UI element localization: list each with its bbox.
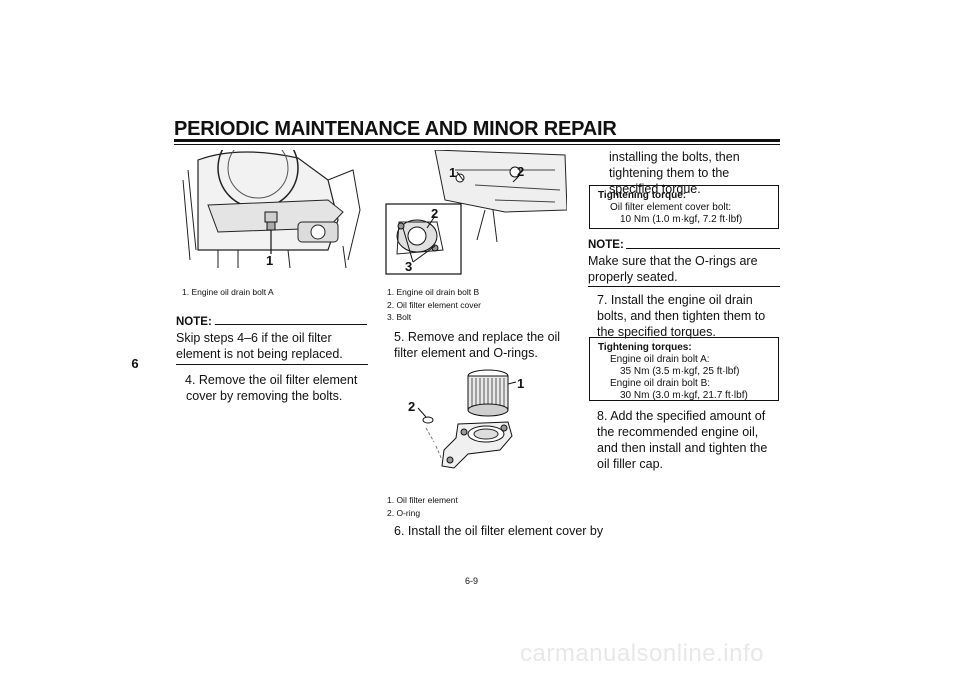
chapter-number: 6: [131, 356, 139, 371]
callout-2: 2: [517, 164, 524, 179]
note-text: Skip steps 4–6 if the oil filter element…: [176, 331, 343, 361]
callout-1: 1: [517, 376, 524, 391]
caption-line: 1. Oil filter element: [387, 495, 458, 505]
figure-captions: 1. Engine oil drain bolt B 2. Oil filter…: [387, 286, 572, 324]
engine-drain-bolt-a-illustration: 1: [178, 150, 364, 274]
figure-captions-2: 1. Oil filter element 2. O-ring: [387, 494, 572, 519]
figure-caption: 1. Engine oil drain bolt A: [182, 287, 274, 297]
callout-1: 1: [266, 253, 273, 268]
torque-value: 10 Nm (1.0 m·kgf, 7.2 ft·lbf): [620, 214, 743, 225]
torque-line: Engine oil drain bolt B:: [610, 378, 711, 389]
torque-line: Oil filter element cover bolt:: [610, 202, 732, 213]
callout-1: 1: [449, 165, 456, 180]
torques-box-title: Tightening torques:: [598, 342, 692, 353]
note-label: NOTE:: [588, 239, 624, 251]
callout-2: 2: [408, 399, 415, 414]
chapter-tab: 6: [120, 356, 150, 404]
note-label: NOTE:: [176, 316, 212, 328]
watermark: carmanualsonline.info: [520, 640, 764, 667]
note-end-rule: [176, 364, 368, 365]
torque-box-title: Tightening torque:: [598, 190, 687, 201]
oil-filter-element-illustration: 1 2: [400, 364, 530, 488]
torque-value: 30 Nm (3.0 m·kgf, 21.7 ft·lbf): [620, 390, 748, 401]
note-end-rule: [588, 286, 780, 287]
note-rule: [626, 248, 780, 249]
page-number: 6-9: [465, 576, 479, 586]
oil-filter-cover-illustration: 1 2 2 3: [385, 150, 567, 276]
step-4: 4. Remove the oil filter element cover b…: [185, 373, 358, 403]
callout-3: 3: [405, 259, 412, 274]
note-rule: [215, 324, 367, 325]
torque-value: 35 Nm (3.5 m·kgf, 25 ft·lbf): [620, 366, 740, 377]
header-rule-thin: [174, 144, 780, 145]
caption-line: 2. Oil filter element cover: [387, 299, 482, 310]
note-text: Make sure that the O-rings are properly …: [588, 254, 758, 284]
caption-line: 2. O-ring: [387, 507, 421, 518]
step-5: 5. Remove and replace the oil filter ele…: [394, 330, 561, 360]
torque-line: Engine oil drain bolt A:: [610, 354, 710, 365]
page-title: PERIODIC MAINTENANCE AND MINOR REPAIR: [174, 118, 617, 140]
caption-line: 1. Engine oil drain bolt B: [387, 287, 480, 297]
caption-line: 3. Bolt: [387, 312, 412, 322]
step-8: 8. Add the specified amount of the recom…: [597, 409, 768, 471]
step-6: 6. Install the oil filter element cover …: [394, 524, 604, 538]
torque-box: Tightening torque: Oil filter element co…: [589, 185, 779, 229]
callout-2-inset: 2: [431, 206, 438, 221]
torques-box: Tightening torques: Engine oil drain bol…: [589, 337, 779, 401]
step-7: 7. Install the engine oil drain bolts, a…: [597, 293, 766, 339]
header-rule: [174, 139, 780, 142]
